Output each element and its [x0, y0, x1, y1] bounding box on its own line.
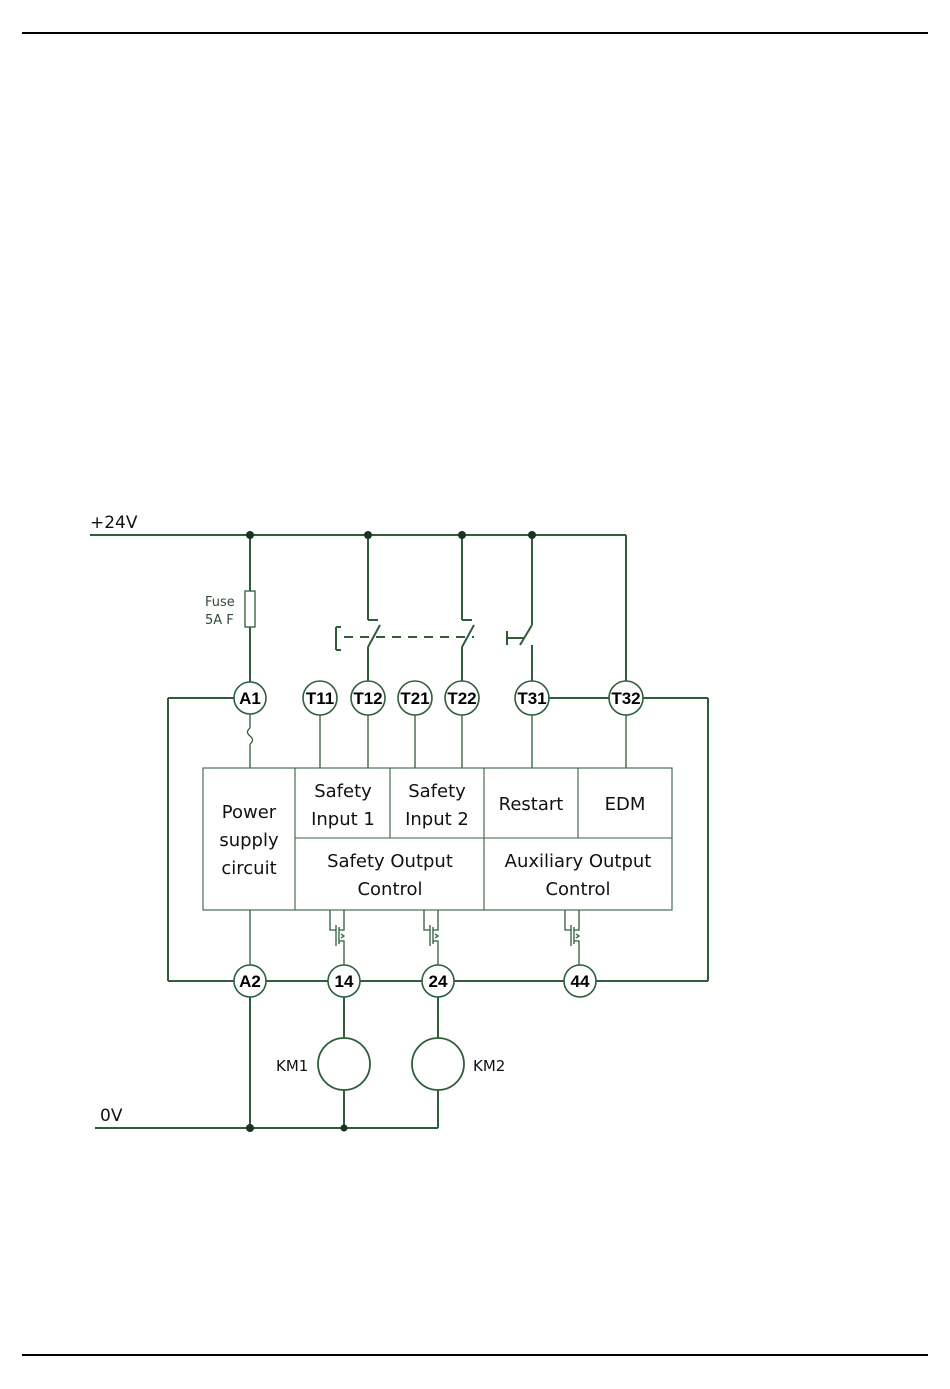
terminal-a2-label: A2	[239, 972, 261, 991]
terminal-t11-label: T11	[306, 689, 334, 708]
fuse-label-line2: 5A F	[205, 613, 234, 628]
terminal-14-label: 14	[335, 972, 354, 991]
output-transistor-24	[424, 910, 438, 965]
terminal-44-label: 44	[571, 972, 590, 991]
safety-input-2-line1: Safety	[408, 781, 466, 802]
aux-output-line2: Control	[545, 879, 610, 900]
terminal-24-label: 24	[429, 972, 448, 991]
terminal-44: 44	[564, 965, 596, 997]
terminal-a1: A1	[234, 682, 266, 714]
safety-output-line2: Control	[357, 879, 422, 900]
terminal-24: 24	[422, 965, 454, 997]
fuse-label-line1: Fuse	[205, 595, 235, 610]
output-transistor-14	[330, 910, 344, 965]
terminal-t12: T12	[351, 681, 385, 715]
terminal-a2: A2	[234, 965, 266, 997]
terminal-14: 14	[328, 965, 360, 997]
power-supply-block: Power supply circuit	[219, 802, 279, 879]
terminal-t22-label: T22	[447, 689, 476, 708]
power-label-line3: circuit	[221, 858, 276, 879]
safety-input-2-line2: Input 2	[405, 809, 469, 830]
km2-label: KM2	[473, 1057, 505, 1075]
km1-label: KM1	[276, 1057, 308, 1075]
safety-input-1-line2: Input 1	[311, 809, 375, 830]
aux-output-line1: Auxiliary Output	[505, 851, 652, 872]
safety-input-1-line1: Safety	[314, 781, 372, 802]
terminal-t21-label: T21	[400, 689, 429, 708]
terminal-t31-label: T31	[517, 689, 546, 708]
terminal-t31: T31	[515, 681, 549, 715]
km1-coil	[318, 1038, 370, 1090]
terminal-a1-label: A1	[239, 689, 261, 708]
a1-feed: Fuse 5A F	[205, 535, 255, 682]
safety-contact-2	[462, 535, 474, 682]
safety-contact-1	[368, 535, 380, 682]
terminal-t32-label: T32	[611, 689, 640, 708]
emergency-stop-actuator	[336, 627, 474, 650]
km2-coil	[412, 1038, 464, 1090]
terminal-t32: T32	[609, 681, 643, 715]
positive-rail: +24V	[90, 513, 626, 682]
load-wiring	[95, 997, 438, 1128]
edm-block-label: EDM	[605, 794, 646, 815]
terminal-t12-label: T12	[353, 689, 382, 708]
restart-block-label: Restart	[499, 794, 564, 815]
positive-rail-label: +24V	[90, 513, 138, 533]
power-label-line2: supply	[219, 830, 279, 851]
terminal-t21: T21	[398, 681, 432, 715]
terminal-t11: T11	[303, 681, 337, 715]
fuse-symbol	[245, 591, 255, 627]
power-label-line1: Power	[222, 802, 277, 823]
internal-fuse-symbol	[248, 728, 253, 744]
terminal-drops	[248, 714, 627, 768]
restart-pushbutton	[507, 535, 532, 682]
zero-rail-label: 0V	[100, 1106, 123, 1126]
safety-output-line1: Safety Output	[327, 851, 453, 872]
terminal-t22: T22	[445, 681, 479, 715]
output-transistor-44	[565, 910, 579, 965]
